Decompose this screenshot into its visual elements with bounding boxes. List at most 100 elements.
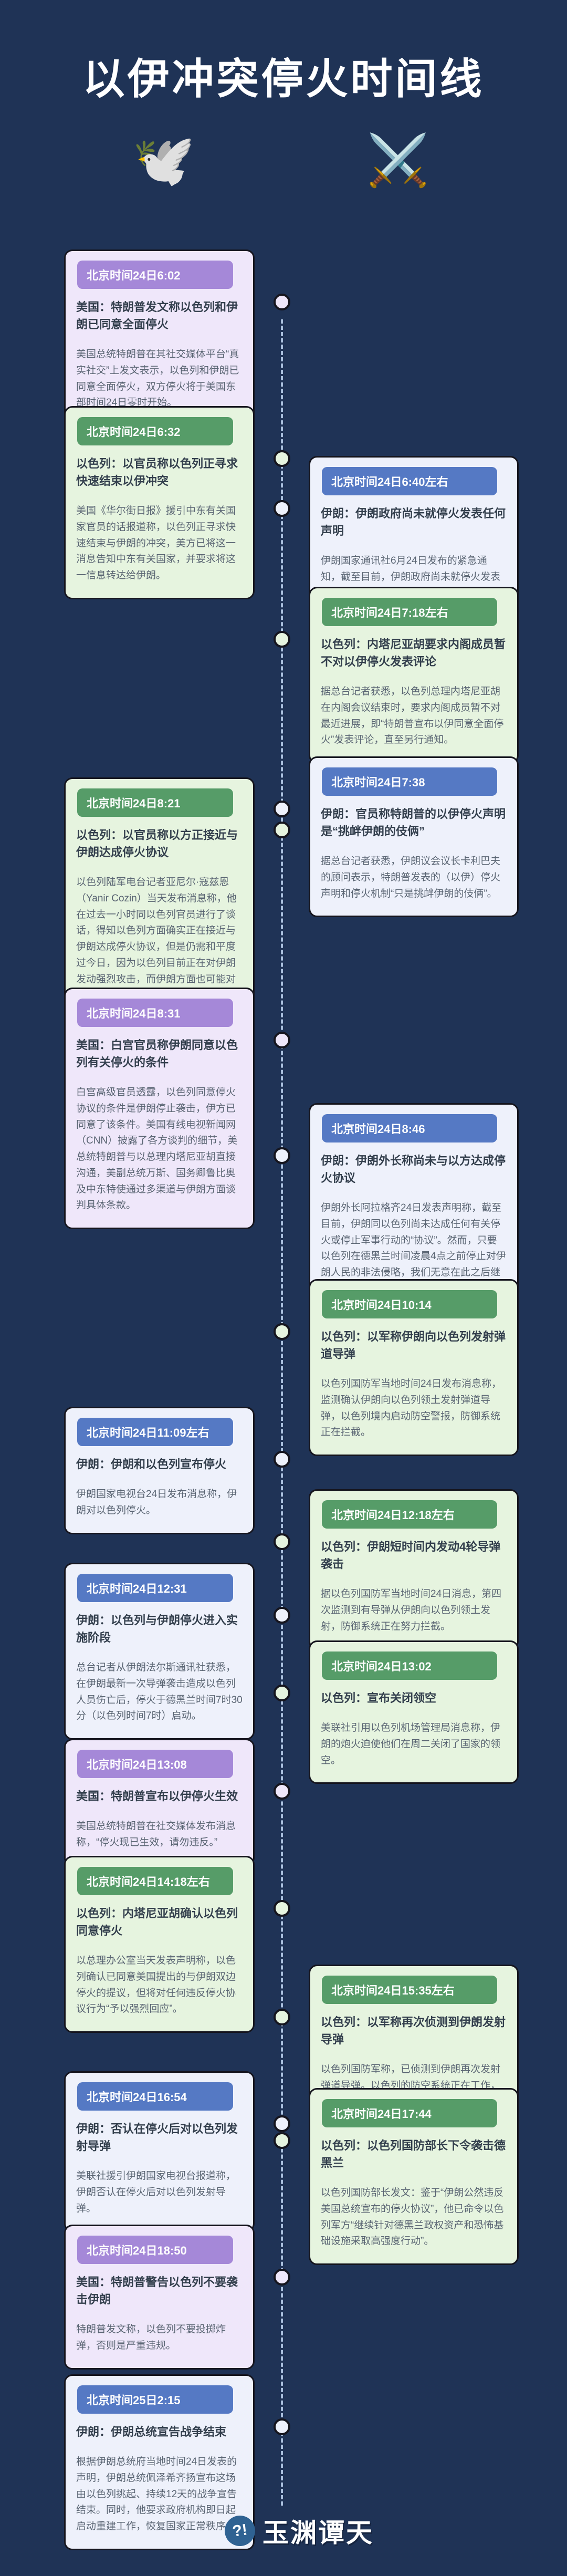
event-description: 白宫高级官员透露，以色列同意停火协议的条件是伊朗停止袭击，伊方已同意了该条件。美… <box>76 1087 238 1211</box>
timeline-dot-11 <box>274 1533 290 1550</box>
timeline-card-15: 北京时间24日14:18左右 以色列：内塔尼亚胡确认以色列同意停火 以总理办公室… <box>64 1856 255 2033</box>
time-badge: 北京时间24日18:50 <box>77 2236 233 2264</box>
time-badge: 北京时间24日8:31 <box>77 999 233 1027</box>
event-title: 以色列：内塔尼亚胡确认以色列同意停火 <box>76 1907 238 1937</box>
time-badge: 北京时间24日13:08 <box>77 1750 233 1778</box>
timeline-dot-17 <box>274 2115 290 2132</box>
event-description: 美国《华尔街日报》援引中东有关国家官员的话报道称，以色列正寻求快速结束与伊朗的冲… <box>76 505 236 581</box>
event-description: 美联社援引伊朗国家电视台报道称，伊朗否认在停火后对以色列发射导弹。 <box>76 2170 236 2214</box>
timeline-card-5: 北京时间24日7:38 伊朗：官员称特朗普的以伊停火声明是“挑衅伊朗的伎俩” 据… <box>309 756 519 918</box>
event-description: 根据伊朗总统府当地时间24日发表的声明，伊朗总统佩泽希齐扬宣布这场由以色列挑起、… <box>76 2456 237 2532</box>
timeline-dot-5 <box>274 801 290 817</box>
timeline-dot-12 <box>274 1607 290 1624</box>
timeline-dot-18 <box>274 2132 290 2149</box>
timeline-dot-10 <box>274 1451 290 1468</box>
timeline-card-12: 北京时间24日12:31 伊朗：以色列与伊朗停火进入实施阶段 总台记者从伊朗法尔… <box>64 1563 255 1740</box>
time-badge: 北京时间24日6:02 <box>77 261 233 289</box>
event-description: 据总台记者获悉，伊朗议会议长卡利巴夫的顾问表示，特朗普发表的（以伊）停火声明和停… <box>321 856 501 899</box>
time-badge: 北京时间25日2:15 <box>77 2385 233 2414</box>
timeline-card-14: 北京时间24日13:08 美国：特朗普宣布以伊停火生效 美国总统特朗普在社交媒体… <box>64 1739 255 1866</box>
event-description: 据以色列国防军当地时间24日消息，第四次监测到有导弹从伊朗向以色列领土发射，防御… <box>321 1588 502 1632</box>
timeline-dot-3 <box>274 500 290 517</box>
event-title: 伊朗：伊朗总统宣告战争结束 <box>76 2425 227 2438</box>
crossed-swords-icon: ⚔️ <box>366 132 429 189</box>
time-badge: 北京时间24日8:46 <box>322 1114 497 1142</box>
event-title: 伊朗：否认在停火后对以色列发射导弹 <box>76 2122 238 2153</box>
time-badge: 北京时间24日12:18左右 <box>322 1500 497 1529</box>
timeline-card-7: 北京时间24日8:31 美国：白宫官员称伊朗同意以色列有关停火的条件 白宫高级官… <box>64 988 255 1230</box>
event-description: 据总台记者获悉，以色列总理内塔尼亚胡在内阁会议结束时，要求内阁成员暂不对最近进展… <box>321 686 504 746</box>
timeline-dot-20 <box>274 2418 290 2435</box>
event-description: 伊朗国家电视台24日发布消息称，伊朗对以色列停火。 <box>76 1489 237 1516</box>
timeline-card-10: 北京时间24日11:09左右 伊朗：伊朗和以色列宣布停火 伊朗国家电视台24日发… <box>64 1407 255 1534</box>
time-badge: 北京时间24日13:02 <box>322 1651 497 1680</box>
event-title: 伊朗：伊朗政府尚未就停火发表任何声明 <box>321 507 506 537</box>
time-badge: 北京时间24日10:14 <box>322 1290 497 1318</box>
time-badge: 北京时间24日17:44 <box>322 2099 497 2127</box>
event-title: 伊朗：以色列与伊朗停火进入实施阶段 <box>76 1614 238 1644</box>
event-title: 美国：白宫官员称伊朗同意以色列有关停火的条件 <box>76 1038 238 1069</box>
brand-logo: ?! 玉渊谭天 <box>223 2512 374 2550</box>
timeline-dot-7 <box>274 1032 290 1048</box>
timeline-card-4: 北京时间24日7:18左右 以色列：内塔尼亚胡要求内阁成员暂不对以伊停火发表评论… <box>309 587 519 764</box>
event-title: 以色列：以色列国防部长下令袭击德黑兰 <box>321 2139 506 2169</box>
dove-peace-icon: 🕊️ <box>132 132 195 189</box>
timeline-dot-19 <box>274 2269 290 2286</box>
timeline-card-13: 北京时间24日13:02 以色列：宣布关闭领空 美联社引用以色列机场管理局消息称… <box>309 1640 519 1784</box>
timeline-dot-6 <box>274 822 290 838</box>
time-badge: 北京时间24日15:35左右 <box>322 1976 497 2004</box>
timeline-dot-1 <box>274 294 290 310</box>
event-title: 伊朗：伊朗外长称尚未与以方达成停火协议 <box>321 1154 506 1185</box>
event-title: 以色列：宣布关闭领空 <box>321 1691 437 1705</box>
timeline-card-19: 北京时间24日18:50 美国：特朗普警告以色列不要袭击伊朗 特朗普发文称，以色… <box>64 2225 255 2370</box>
timeline-dot-9 <box>274 1323 290 1340</box>
timeline-card-6: 北京时间24日8:21 以色列：以官员称以方正接近与伊朗达成停火协议 以色列陆军… <box>64 777 255 1020</box>
timeline-dot-16 <box>274 2009 290 2026</box>
event-title: 伊朗：官员称特朗普的以伊停火声明是“挑衅伊朗的伎俩” <box>321 807 506 838</box>
event-description: 美国总统特朗普在其社交媒体平台“真实社交”上发文表示，以色列和伊朗已同意全面停火… <box>76 349 239 409</box>
time-badge: 北京时间24日6:40左右 <box>322 467 497 495</box>
event-description: 特朗普发文称，以色列不要投掷炸弹，否则是严重违规。 <box>76 2324 226 2351</box>
time-badge: 北京时间24日7:18左右 <box>322 598 497 626</box>
time-badge: 北京时间24日6:32 <box>77 417 233 445</box>
timeline-dot-2 <box>274 450 290 467</box>
event-description: 以色列国防部长发文：鉴于“伊朗公然违反美国总统宣布的停火协议”，他已命令以色列军… <box>321 2187 504 2247</box>
event-title: 以色列：伊朗短时间内发动4轮导弹袭击 <box>321 1540 501 1571</box>
event-title: 美国：特朗普警告以色列不要袭击伊朗 <box>76 2276 238 2306</box>
event-title: 以色列：以军称再次侦测到伊朗发射导弹 <box>321 2016 506 2046</box>
timeline-card-2: 北京时间24日6:32 以色列：以官员称以色列正寻求快速结束以伊冲突 美国《华尔… <box>64 406 255 599</box>
time-badge: 北京时间24日16:54 <box>77 2082 233 2111</box>
timeline-card-1: 北京时间24日6:02 美国：特朗普发文称以色列和伊朗已同意全面停火 美国总统特… <box>64 250 255 427</box>
event-description: 总台记者从伊朗法尔斯通讯社获悉，在伊朗最新一次导弹袭击造成以色列人员伤亡后，停火… <box>76 1662 243 1722</box>
timeline-axis <box>281 319 283 2506</box>
question-exclamation-icon: ?! <box>223 2513 257 2548</box>
timeline-dot-8 <box>274 1147 290 1164</box>
event-description: 美联社引用以色列机场管理局消息称，伊朗的炮火迫使他们在周二关闭了国家的领空。 <box>321 1722 501 1766</box>
timeline-card-9: 北京时间24日10:14 以色列：以军称伊朗向以色列发射弹道导弹 以色列国防军当… <box>309 1279 519 1457</box>
event-title: 以色列：以官员称以色列正寻求快速结束以伊冲突 <box>76 457 238 487</box>
event-title: 以色列：内塔尼亚胡要求内阁成员暂不对以伊停火发表评论 <box>321 638 506 668</box>
event-description: 以总理办公室当天发表声明称，以色列确认已同意美国提出的与伊朗双边停火的提议，但将… <box>76 1955 236 2015</box>
timeline-dot-14 <box>274 1783 290 1800</box>
event-title: 美国：特朗普发文称以色列和伊朗已同意全面停火 <box>76 300 238 331</box>
event-description: 美国总统特朗普在社交媒体发布消息称，“停火现已生效，请勿违反。” <box>76 1821 236 1848</box>
event-description: 以色列国防军当地时间24日发布消息称，监测确认伊朗向以色列领土发射弹道导弹，以色… <box>321 1378 502 1438</box>
timeline-dot-13 <box>274 1685 290 1701</box>
timeline-card-11: 北京时间24日12:18左右 以色列：伊朗短时间内发动4轮导弹袭击 据以色列国防… <box>309 1489 519 1650</box>
event-description: 以色列陆军电台记者亚尼尔·寇兹恩（Yanir Cozin）当天发布消息称，他在过… <box>76 877 237 1001</box>
event-title: 以色列：以军称伊朗向以色列发射弹道导弹 <box>321 1330 506 1360</box>
event-title: 伊朗：伊朗和以色列宣布停火 <box>76 1458 227 1471</box>
time-badge: 北京时间24日12:31 <box>77 1574 233 1602</box>
timeline-card-17: 北京时间24日16:54 伊朗：否认在停火后对以色列发射导弹 美联社援引伊朗国家… <box>64 2071 255 2232</box>
event-title: 以色列：以官员称以方正接近与伊朗达成停火协议 <box>76 828 238 859</box>
time-badge: 北京时间24日14:18左右 <box>77 1867 233 1895</box>
timeline-card-18: 北京时间24日17:44 以色列：以色列国防部长下令袭击德黑兰 以色列国防部长发… <box>309 2088 519 2266</box>
timeline-dot-4 <box>274 631 290 648</box>
page-title: 以伊冲突停火时间线 <box>82 56 485 102</box>
event-title: 美国：特朗普宣布以伊停火生效 <box>76 1790 238 1803</box>
timeline-card-20: 北京时间25日2:15 伊朗：伊朗总统宣告战争结束 根据伊朗总统府当地时间24日… <box>64 2374 255 2550</box>
brand-name: 玉渊谭天 <box>262 2518 374 2548</box>
time-badge: 北京时间24日7:38 <box>322 767 497 796</box>
time-badge: 北京时间24日11:09左右 <box>77 1418 233 1446</box>
